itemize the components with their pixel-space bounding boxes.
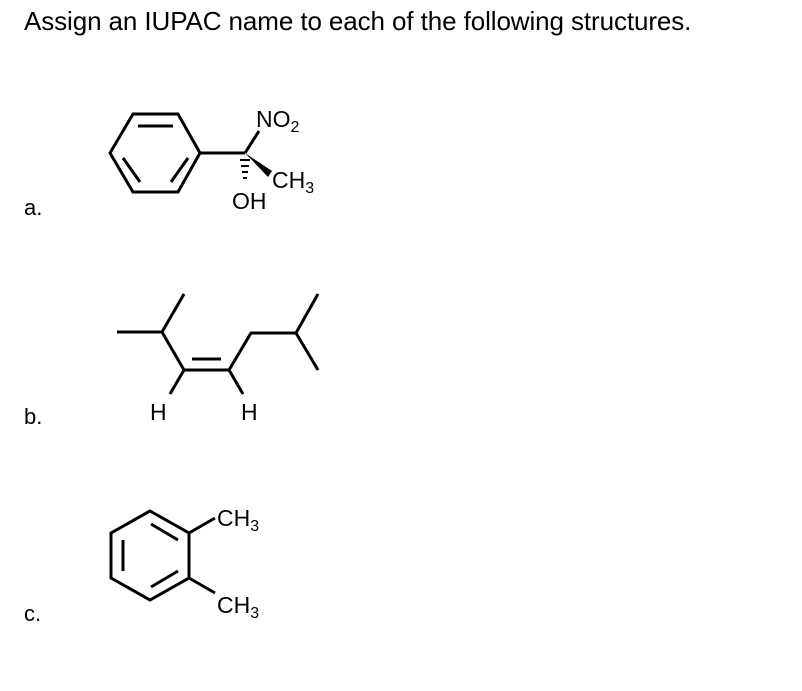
wedge-bond-methyl <box>245 153 272 177</box>
hydroxyl-label: OH <box>232 188 267 214</box>
methyl-label-c2: CH3 <box>217 592 259 622</box>
methyl-label-c1: CH3 <box>217 505 259 535</box>
hydrogen-label-right: H <box>241 399 258 425</box>
bond-h-left <box>168 369 186 395</box>
problem-label-c: c. <box>24 601 42 626</box>
skeletal-chain-b <box>117 330 320 372</box>
hash-bond-hydroxyl <box>240 159 250 179</box>
bond-to-nitro <box>243 130 261 154</box>
structure-a <box>108 112 272 194</box>
problem-label-a: a. <box>24 195 43 220</box>
bond-methyl-2 <box>188 576 216 595</box>
bond-h-right <box>227 369 245 395</box>
problem-label-b: b. <box>24 404 43 429</box>
hydrogen-label-left: H <box>150 399 167 425</box>
structure-c-labels: CH3 CH3 <box>217 505 259 622</box>
instruction-text: Assign an IUPAC name to each of the foll… <box>24 6 692 36</box>
structure-a-labels: NO2 CH3 OH <box>232 106 314 214</box>
structure-c <box>109 509 216 602</box>
methyl-label-a: CH3 <box>272 167 314 197</box>
structure-b <box>117 293 320 395</box>
bond-methyl-1 <box>188 516 216 535</box>
nitro-label: NO2 <box>256 106 300 136</box>
structure-b-labels: H H <box>150 399 258 425</box>
